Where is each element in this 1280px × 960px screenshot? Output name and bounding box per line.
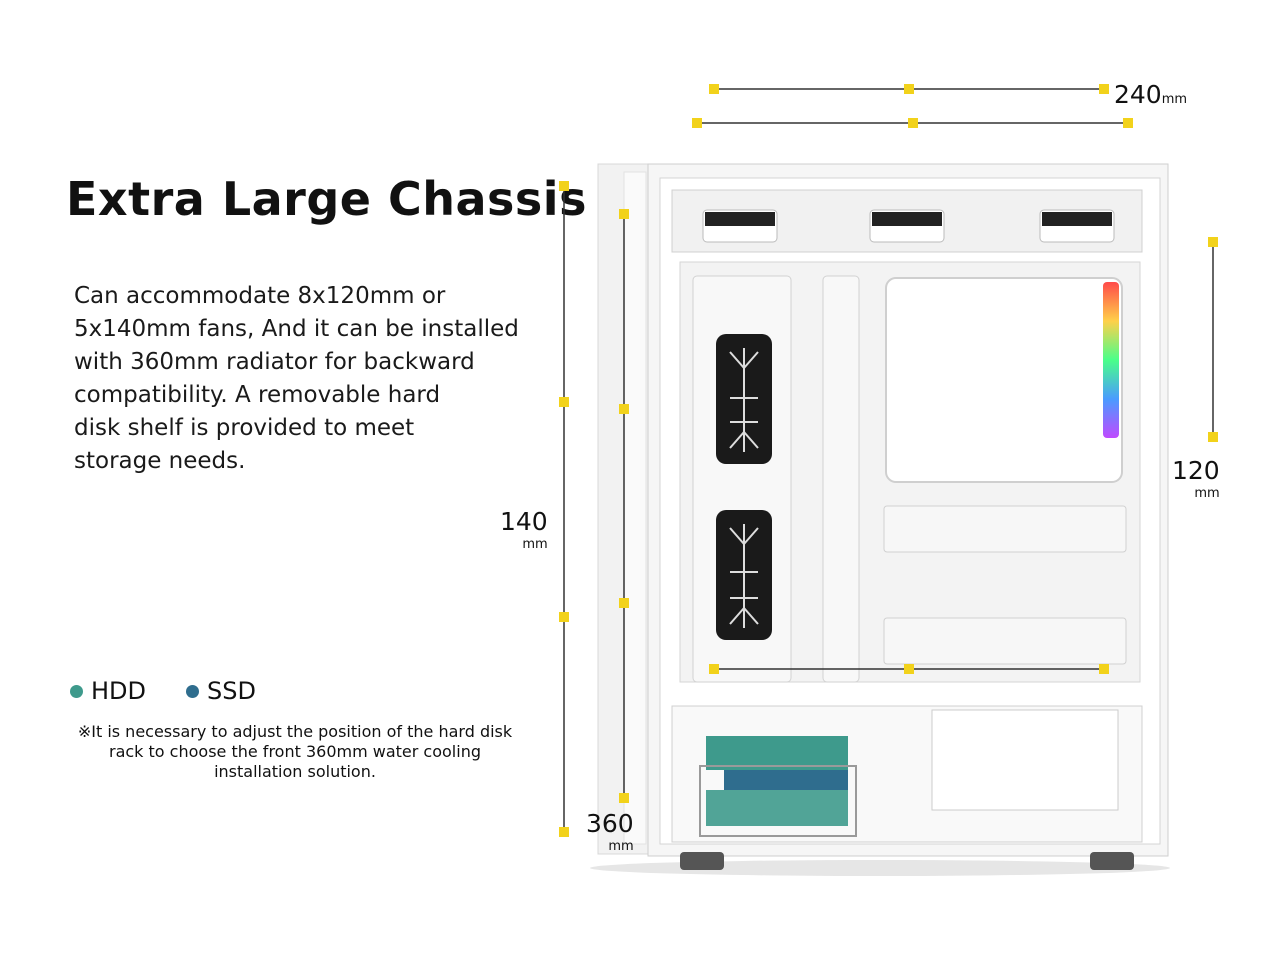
dim-marker xyxy=(904,664,914,674)
description-line: with 360mm radiator for backward xyxy=(74,349,475,375)
dim-marker xyxy=(559,612,569,622)
dim-marker xyxy=(619,404,629,414)
dim-marker xyxy=(559,827,569,837)
dim-marker xyxy=(904,84,914,94)
dim-label-left: 140 mm xyxy=(500,509,548,551)
dim-label-top: 240mm xyxy=(1114,82,1187,107)
dim-marker xyxy=(559,397,569,407)
description-line: Can accommodate 8x120mm or xyxy=(74,283,446,309)
dim-unit: mm xyxy=(608,839,634,854)
dim-value: 240 xyxy=(1114,80,1162,109)
cable-bar xyxy=(822,275,860,683)
top-vent-slot xyxy=(705,212,775,226)
legend-label: HDD xyxy=(91,677,147,705)
page-title: Extra Large Chassis xyxy=(66,172,587,226)
hdd-drive xyxy=(706,790,848,826)
dim-marker xyxy=(1099,664,1109,674)
drive-legend: HDD SSD xyxy=(70,677,296,705)
dim-label-bottom: 360 mm xyxy=(586,811,634,853)
dim-marker xyxy=(559,181,569,191)
installation-note: ※It is necessary to adjust the position … xyxy=(60,722,530,782)
chassis-foot xyxy=(680,852,724,870)
rgb-fan xyxy=(1103,282,1119,438)
legend-label: SSD xyxy=(207,677,256,705)
dim-marker xyxy=(1099,84,1109,94)
dim-marker xyxy=(908,118,918,128)
psu-bay xyxy=(931,709,1119,811)
hdd-drive xyxy=(706,736,848,770)
note-line: installation solution. xyxy=(214,762,376,781)
dim-value: 120 xyxy=(1172,456,1220,485)
dim-marker xyxy=(619,598,629,608)
mount-plate xyxy=(883,505,1127,553)
dim-label-right: 120 mm xyxy=(1172,458,1220,500)
dim-value: 140 xyxy=(500,507,548,536)
note-line: rack to choose the front 360mm water coo… xyxy=(109,742,481,761)
dim-unit: mm xyxy=(1161,92,1188,107)
dim-marker xyxy=(619,793,629,803)
dim-marker xyxy=(1208,432,1218,442)
dim-value: 360 xyxy=(586,809,634,838)
chassis-foot xyxy=(1090,852,1134,870)
top-vent-slot xyxy=(1042,212,1112,226)
dim-unit: mm xyxy=(522,537,548,552)
dim-marker xyxy=(1123,118,1133,128)
description-line: 5x140mm fans, And it can be installed xyxy=(74,316,519,342)
description-line: disk shelf is provided to meet xyxy=(74,415,415,441)
hdd-cage xyxy=(699,765,857,837)
mount-plate xyxy=(883,617,1127,665)
description-line: compatibility. A removable hard xyxy=(74,382,441,408)
dim-marker xyxy=(1208,237,1218,247)
dim-marker xyxy=(619,209,629,219)
legend-item-ssd: SSD xyxy=(186,677,256,705)
ssd-dot-icon xyxy=(186,684,200,698)
front-panel-edge xyxy=(623,171,647,845)
feature-description: Can accommodate 8x120mm or 5x140mm fans,… xyxy=(74,280,544,478)
top-vent-slot xyxy=(872,212,942,226)
note-line: ※It is necessary to adjust the position … xyxy=(77,722,513,741)
dim-marker xyxy=(692,118,702,128)
dim-marker xyxy=(709,84,719,94)
description-line: storage needs. xyxy=(74,448,246,474)
floor-shadow xyxy=(590,860,1170,876)
dim-unit: mm xyxy=(1194,486,1220,501)
dim-marker xyxy=(709,664,719,674)
hdd-dot-icon xyxy=(70,684,83,698)
rear-fan-mount xyxy=(885,277,1123,483)
legend-item-hdd: HDD xyxy=(70,677,146,705)
ssd-drive xyxy=(724,770,848,790)
